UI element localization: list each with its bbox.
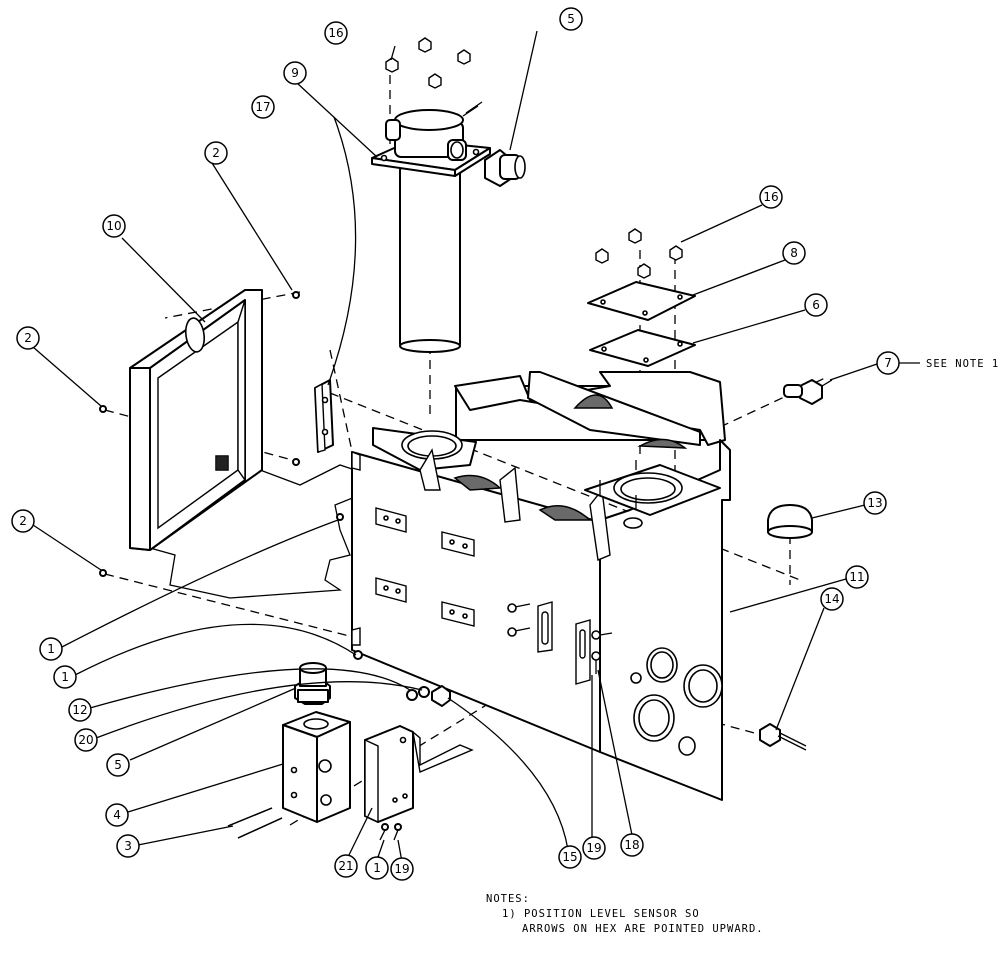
heater-tube bbox=[371, 101, 491, 353]
bracket-plate-21 bbox=[364, 725, 474, 824]
callout-balloon: 6 bbox=[804, 293, 828, 317]
level-sensor-7 bbox=[783, 379, 833, 405]
notes-heading: NOTES: bbox=[486, 893, 530, 905]
lower-manifold-block bbox=[282, 662, 351, 823]
balloon-label: 1 bbox=[47, 642, 55, 656]
balloon-label: 13 bbox=[867, 496, 882, 510]
balloon-label: 14 bbox=[824, 592, 839, 606]
callout-balloon: 19 bbox=[582, 836, 606, 860]
balloon-label: 17 bbox=[255, 100, 270, 114]
callout-balloon: 10 bbox=[102, 214, 126, 238]
balloon-label: 3 bbox=[124, 839, 132, 853]
balloon-label: 1 bbox=[61, 670, 69, 684]
balloon-label: 1 bbox=[373, 861, 381, 875]
balloon-label: 9 bbox=[291, 66, 299, 80]
callout-balloon: 17 bbox=[251, 95, 275, 119]
callout-leaders bbox=[29, 30, 920, 863]
callout-balloon: 4 bbox=[105, 803, 129, 827]
balloon-label: 7 bbox=[884, 356, 892, 370]
balloon-label: 20 bbox=[78, 733, 93, 747]
callout-balloon: 5 bbox=[106, 753, 130, 777]
balloon-label: 19 bbox=[586, 841, 601, 855]
balloon-label: 11 bbox=[849, 570, 864, 584]
callout-balloon: 1 bbox=[53, 665, 77, 689]
balloon-label: 10 bbox=[106, 219, 121, 233]
front-cover-panel bbox=[129, 289, 263, 551]
balloon-label: 21 bbox=[338, 859, 353, 873]
callout-balloon: 9 bbox=[283, 61, 307, 85]
callout-balloon: 3 bbox=[116, 834, 140, 858]
callout-balloon: 2 bbox=[204, 141, 228, 165]
balloon-label: 8 bbox=[790, 246, 798, 260]
balloon-label: 12 bbox=[72, 703, 87, 717]
notes-line-2: ARROWS ON HEX ARE POINTED UPWARD. bbox=[522, 923, 764, 935]
balloon-label: 2 bbox=[212, 146, 220, 160]
front-clips bbox=[375, 507, 475, 627]
callout-balloon: 1 bbox=[365, 856, 389, 880]
callout-balloon: 13 bbox=[863, 491, 887, 515]
callout-balloon: 21 bbox=[334, 854, 358, 878]
callout-balloon: 2 bbox=[16, 326, 40, 350]
callout-balloon: 19 bbox=[390, 857, 414, 881]
grille-icon bbox=[217, 457, 227, 469]
callout-balloon: 14 bbox=[820, 587, 844, 611]
balloon-label: 18 bbox=[624, 838, 639, 852]
callout-balloon: 5 bbox=[559, 7, 583, 31]
balloon-label: 16 bbox=[328, 26, 343, 40]
mounting-bracket-17 bbox=[314, 379, 334, 453]
callout-balloon: 20 bbox=[74, 728, 98, 752]
callout-balloon: 15 bbox=[558, 845, 582, 869]
callout-balloon: 12 bbox=[68, 698, 92, 722]
balloon-label: 5 bbox=[567, 12, 575, 26]
cover-plates bbox=[587, 228, 696, 367]
balloon-label: 6 bbox=[812, 298, 820, 312]
conduit-fitting-5-top bbox=[484, 149, 526, 187]
balloon-label: 19 bbox=[394, 862, 409, 876]
balloon-label: 5 bbox=[114, 758, 122, 772]
screws-on-face bbox=[507, 603, 531, 637]
cartridge-heaters-3 bbox=[227, 807, 283, 839]
callout-balloon: 7 bbox=[876, 351, 900, 375]
callout-balloon: 1 bbox=[39, 637, 63, 661]
notes-block: NOTES: 1) POSITION LEVEL SENSOR SO ARROW… bbox=[486, 893, 764, 935]
callout-balloon: 18 bbox=[620, 833, 644, 857]
cap-13 bbox=[767, 504, 813, 539]
balloon-label: 2 bbox=[19, 514, 27, 528]
main-enclosure bbox=[351, 371, 731, 801]
balloon-label: 2 bbox=[24, 331, 32, 345]
callout-balloon: 2 bbox=[11, 509, 35, 533]
balloon-label: 4 bbox=[113, 808, 121, 822]
callout-balloon: 8 bbox=[782, 241, 806, 265]
nuts-16-top bbox=[385, 37, 471, 89]
notes-line-1: 1) POSITION LEVEL SENSOR SO bbox=[502, 908, 700, 920]
balloon-label: 15 bbox=[562, 850, 577, 864]
callout-balloon: 16 bbox=[759, 185, 783, 209]
see-note-label: SEE NOTE 1 bbox=[926, 358, 999, 370]
callout-balloon: 11 bbox=[845, 565, 869, 589]
balloon-label: 16 bbox=[763, 190, 778, 204]
callout-balloon: 16 bbox=[324, 21, 348, 45]
small-hardware bbox=[99, 291, 451, 841]
probe-14 bbox=[759, 723, 807, 751]
